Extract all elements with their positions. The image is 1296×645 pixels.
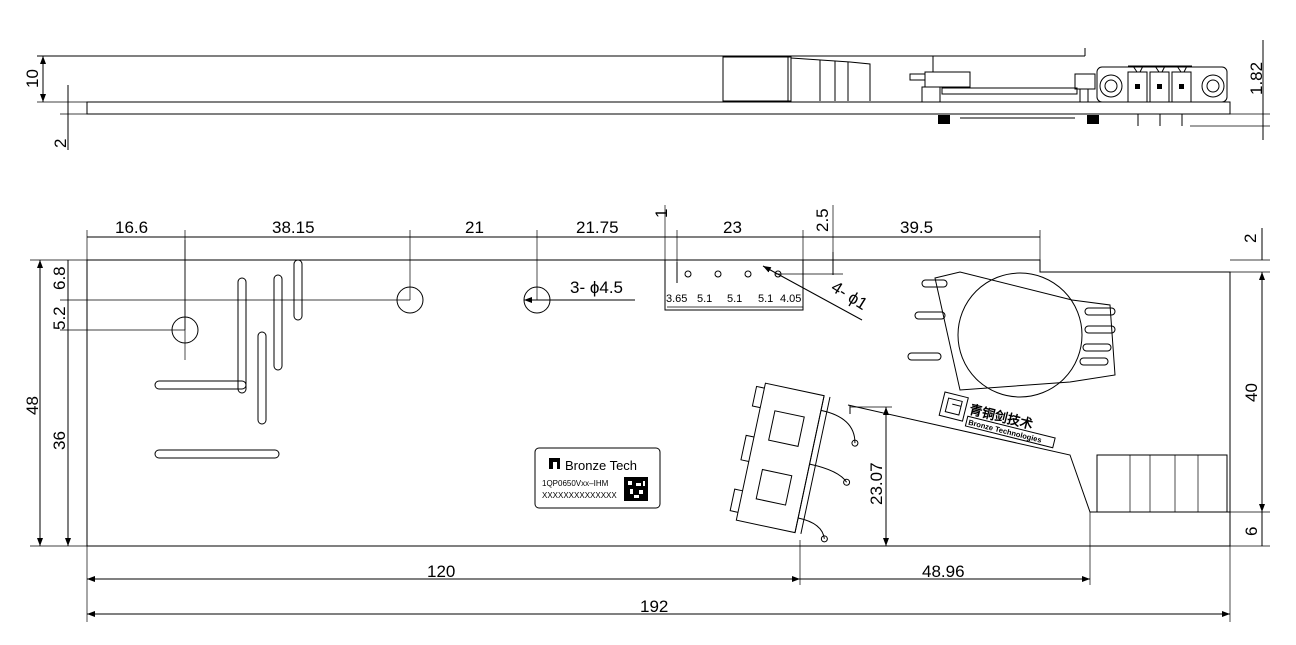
pcb-side [86, 101, 1231, 115]
dim-39-5: 39.5 [900, 218, 933, 237]
dim-21: 21 [465, 218, 484, 237]
datamatrix-code [624, 477, 648, 501]
pin-pitch-1: 5.1 [697, 293, 712, 305]
pin-header-outline [664, 259, 804, 311]
dim-21-75: 21.75 [576, 218, 619, 237]
dim-pin: 1.82 [1247, 62, 1266, 95]
transformer [957, 272, 1083, 398]
dim-192: 192 [640, 597, 668, 616]
dim-right-2: 2 [1241, 234, 1260, 243]
label-brand: Bronze Tech [565, 458, 637, 473]
dim-16-6: 16.6 [115, 218, 148, 237]
dim-40: 40 [1242, 383, 1261, 402]
dim-38-15: 38.15 [272, 218, 315, 237]
dim-6: 6 [1242, 527, 1261, 536]
dim-height: 10 [23, 69, 42, 88]
dim-board: 2 [51, 139, 70, 148]
power-module [729, 382, 859, 543]
product-label: Bronze Tech 1QP0650Vxx–IHM XXXXXXXXXXXXX… [534, 447, 661, 509]
pins-note: 4- ϕ1 [828, 277, 871, 314]
dim-6-8: 6.8 [50, 266, 69, 290]
top-view: 16.6 38.15 21 21.75 23 39.5 1 2.5 2 48 3… [23, 205, 1270, 622]
dim-120: 120 [427, 562, 455, 581]
holes-note: 3- ϕ4.5 [570, 278, 623, 297]
label-model: 1QP0650Vxx–IHM [542, 479, 609, 488]
dim-48-96: 48.96 [922, 562, 965, 581]
dim-1: 1 [652, 209, 671, 218]
dim-5-2: 5.2 [50, 306, 69, 330]
pin-pitch-4: 4.05 [780, 293, 801, 305]
dim-23: 23 [723, 218, 742, 237]
mounting-hole [396, 286, 424, 314]
dim-23-07: 23.07 [867, 462, 886, 505]
heatsink [1096, 454, 1228, 513]
pin-pitch-3: 5.1 [758, 293, 773, 305]
dim-48: 48 [23, 396, 42, 415]
pin-pitch-2: 5.1 [727, 293, 742, 305]
dim-36: 36 [50, 431, 69, 450]
label-serial: XXXXXXXXXXXXXX [542, 491, 617, 500]
side-view: 10 2 1.82 [23, 40, 1270, 150]
pin-pitch-0: 3.65 [666, 293, 687, 305]
dim-2-5: 2.5 [813, 208, 832, 232]
